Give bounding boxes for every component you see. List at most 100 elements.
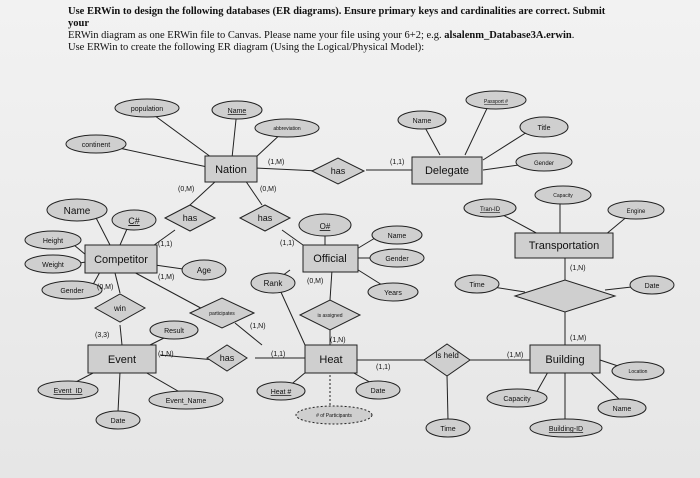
cardinality: (0,M) [260, 186, 276, 193]
cardinality-labels: (1,M) (1,1) (0,M) (1,1) (0,M) (1,1) (0,M… [95, 159, 586, 371]
cardinality: (0,M) [97, 284, 113, 291]
attribute-label: Passport # [484, 99, 508, 105]
cardinality: (1,M) [268, 159, 284, 166]
attribute-label: population [131, 106, 163, 113]
attr-official-gender: Gender [369, 248, 425, 268]
attr-heat-id: Heat # [256, 381, 306, 401]
relationship-label: Is held [435, 351, 459, 360]
attribute-label: Name [413, 118, 432, 125]
attr-building-capacity: Capacity [486, 388, 548, 408]
attr-passport: Passport # [465, 90, 527, 110]
entity-transportation: Transportation [514, 232, 614, 259]
attr-abbreviation: abbreviation [254, 118, 320, 138]
relationship-event-heat: has [206, 344, 248, 372]
attribute-label: Heat # [271, 389, 292, 396]
attr-continent: continent [65, 134, 127, 154]
cardinality: (3,3) [95, 332, 109, 339]
entity-label: Delegate [425, 165, 469, 177]
attribute-label: continent [82, 142, 110, 149]
attribute-label: Name [228, 108, 247, 115]
entity-label: Competitor [94, 254, 148, 266]
cardinality: (1,1) [280, 240, 294, 247]
entity-official: Official [302, 244, 359, 273]
attribute-label: Time [440, 426, 455, 433]
cardinality: (1,1) [271, 351, 285, 358]
attribute-label: Name [388, 233, 407, 240]
entity-label: Building [545, 354, 584, 366]
attr-sched-time: Time [454, 274, 500, 294]
relationship-is-scheduled [513, 279, 617, 313]
entity-competitor: Competitor [84, 244, 158, 274]
attribute-label: Result [164, 328, 184, 335]
attr-heat-date: Date [355, 380, 401, 400]
attribute-label: Event_Name [166, 398, 207, 405]
attr-population: population [114, 98, 180, 118]
entity-label: Transportation [529, 240, 600, 252]
attribute-label: Building-ID [549, 426, 583, 433]
attribute-label: Tran-ID [480, 207, 501, 213]
attr-weight: Weight [24, 254, 82, 274]
attr-transport-capacity: Capacity [534, 185, 592, 205]
attribute-label: Capacity [503, 396, 531, 403]
attr-event-date: Date [95, 410, 141, 430]
relationship-label: participates [209, 311, 235, 317]
attribute-label: abbreviation [273, 126, 300, 132]
relationship-participates: participates [188, 297, 256, 329]
attr-tran-id: Tran-ID [463, 198, 517, 218]
attr-held-time: Time [425, 418, 471, 438]
instruction-line-2: ERWin diagram as one ERWin file to Canva… [68, 30, 628, 42]
instruction-line-2-text: ERWin diagram as one ERWin file to Canva… [68, 30, 445, 41]
entity-heat: Heat [304, 344, 358, 374]
attribute-label: Name [64, 206, 91, 217]
attr-competitor-gender: Gender [41, 280, 103, 300]
attribute-label: C# [128, 216, 140, 226]
relationship-assigned: is assigned [298, 299, 362, 331]
attribute-label: Date [371, 388, 386, 395]
entity-event: Event [87, 344, 157, 374]
attribute-label: Gender [60, 288, 84, 295]
cardinality: (1,N) [250, 323, 266, 330]
relationship-nation-official: has [238, 204, 292, 232]
attr-result: Result [149, 320, 199, 340]
entity-label: Heat [319, 354, 342, 366]
attribute-label: Engine [627, 209, 646, 215]
relationship-label: win [113, 304, 126, 313]
attr-building-name: Name [597, 398, 647, 418]
relationship-win: win [93, 293, 147, 323]
attr-competitor-id: C# [111, 209, 157, 231]
relationship-label: has [220, 353, 235, 363]
attr-delegate-gender: Gender [515, 152, 573, 172]
cardinality: (1,N) [158, 351, 174, 358]
instruction-line-2-end: . [571, 30, 575, 41]
attr-official-name: Name [371, 225, 423, 245]
relationship-label: has [331, 166, 346, 176]
entity-nation: Nation [204, 155, 258, 183]
instruction-filename: alsalenm_Database3A.erwin [444, 30, 572, 41]
entity-label: Official [313, 253, 346, 265]
attribute-label: Time [469, 282, 484, 289]
entity-label: Nation [215, 164, 247, 176]
attribute-label: Rank [264, 279, 284, 288]
attr-age: Age [181, 259, 227, 281]
attr-rank: Rank [250, 272, 296, 294]
attr-event-name: Event_Name [148, 390, 224, 410]
cardinality: (1,M) [570, 335, 586, 342]
attr-building-id: Building-ID [529, 418, 603, 438]
attr-height: Height [24, 230, 82, 250]
relationship-label: is assigned [317, 313, 342, 319]
attribute-label: Height [43, 238, 63, 245]
attribute-label: Weight [42, 262, 64, 269]
attribute-label: Date [645, 283, 660, 290]
cardinality: (0,M) [307, 278, 323, 285]
attribute-label: Capacity [553, 193, 573, 199]
attribute-label: O# [320, 222, 331, 231]
attribute-label: Gender [534, 161, 554, 167]
attribute-label: Event_ID [54, 388, 83, 395]
relationship-nation-delegate: has [310, 157, 366, 185]
attr-sched-date: Date [629, 275, 675, 295]
cardinality: (1,N) [330, 337, 346, 344]
entity-label: Event [108, 354, 136, 366]
attribute-label: Name [613, 406, 632, 413]
cardinality: (1,N) [570, 265, 586, 272]
